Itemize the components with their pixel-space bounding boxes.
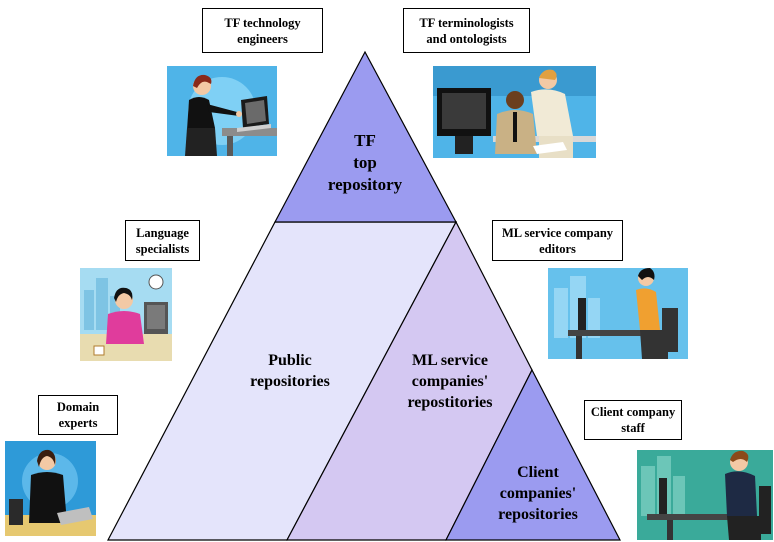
ml-editors-text: ML service company editors: [501, 225, 614, 256]
language-specialists-box: Language specialists: [125, 220, 200, 261]
tf-engineers-text: TF technology engineers: [224, 15, 301, 46]
domain-experts-text: Domain experts: [56, 400, 100, 430]
tf-terminologists-text: TF terminologists and ontologists: [419, 15, 514, 46]
domain-expert-image: [5, 441, 96, 536]
tf-terminologists-box: TF terminologists and ontologists: [403, 8, 530, 53]
client-staff-image: [637, 450, 773, 540]
public-repositories-label: Public repositories: [250, 352, 330, 390]
tf-top-tier: [274, 50, 458, 223]
domain-experts-box: Domain experts: [38, 395, 118, 435]
tf-engineers-box: TF technology engineers: [202, 8, 323, 53]
engineer-woman-laptop-image: [167, 66, 277, 156]
client-staff-text: Client company staff: [590, 405, 676, 435]
tf-top-label: TF top repository: [327, 131, 403, 194]
client-label: Client companies' repositories: [498, 464, 578, 523]
terminologists-pair-image: [433, 66, 596, 158]
client-staff-box: Client company staff: [584, 400, 682, 440]
ml-service-label: ML service companies' repostitories: [407, 352, 493, 411]
language-specialist-image: [80, 268, 172, 361]
client-tier: [445, 368, 621, 541]
ml-editor-image: [548, 268, 688, 359]
language-specialists-text: Language specialists: [135, 225, 190, 256]
ml-editors-box: ML service company editors: [492, 220, 623, 261]
